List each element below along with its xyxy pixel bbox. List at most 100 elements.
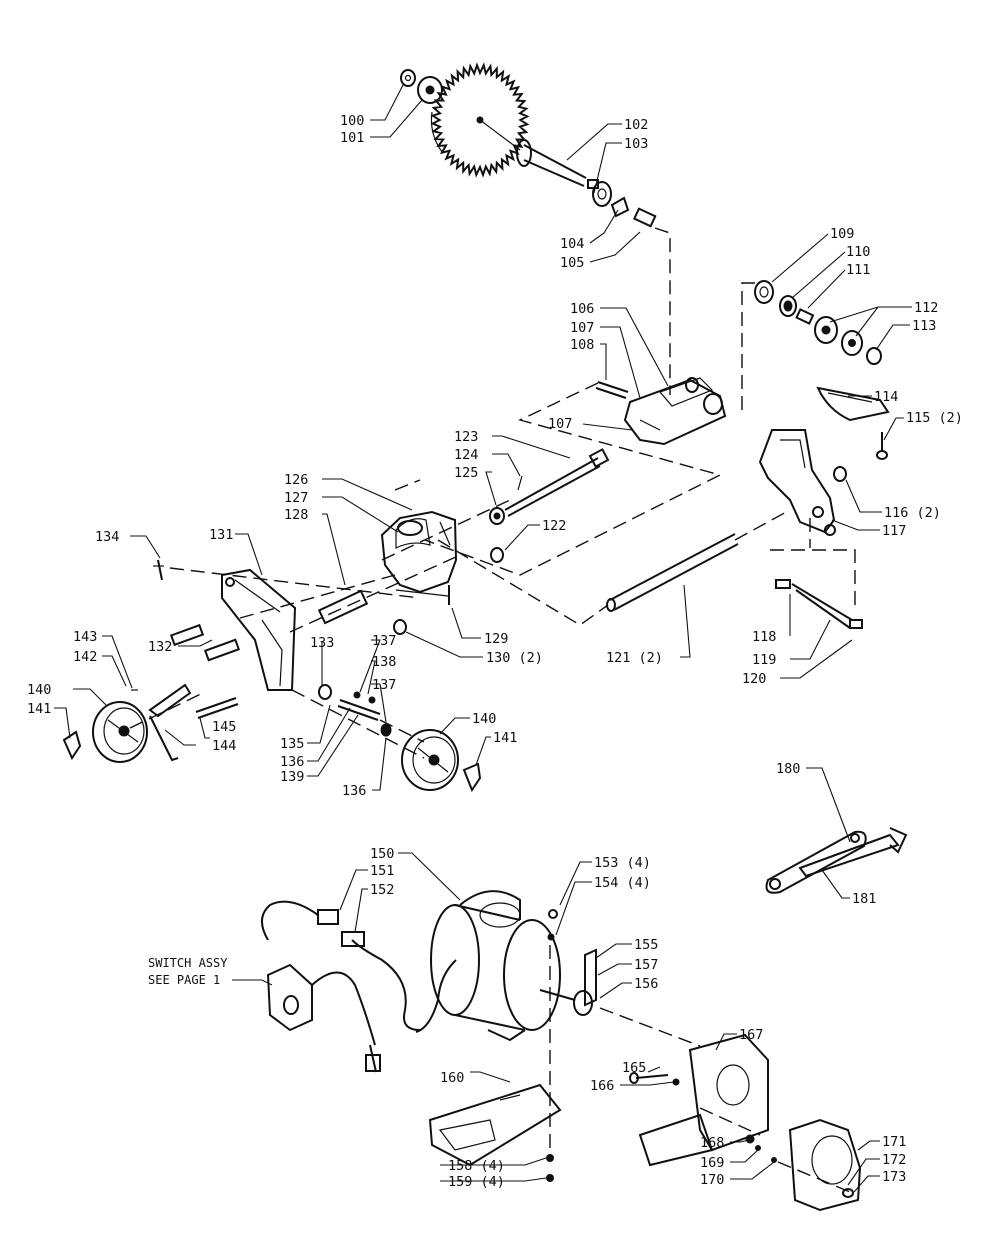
part-label-121: 121 (2) [606, 650, 663, 666]
collar [318, 684, 332, 700]
part-label-170: 170 [700, 1172, 724, 1188]
part-label-137: 137 [372, 633, 396, 649]
part-label-139: 139 [280, 769, 304, 785]
blade-wrench [765, 830, 867, 894]
arbor-pulley-set [814, 316, 863, 356]
part-label-181: 181 [852, 891, 876, 907]
guard-bracket [816, 386, 890, 422]
part-label-127: 127 [284, 490, 308, 506]
part-label-158: 158 (4) [448, 1158, 505, 1174]
motor-mount-plate [428, 1083, 562, 1167]
part-label-150: 150 [370, 846, 394, 862]
part-label-111: 111 [846, 262, 870, 278]
part-label-138: 138 [372, 654, 396, 670]
motor-bolt-nut [546, 1154, 554, 1182]
part-label-108: 108 [570, 337, 594, 353]
lock-lever [131, 683, 192, 762]
part-label-136: 136 [280, 754, 304, 770]
blade-flange [417, 76, 443, 104]
tie-rod [606, 533, 739, 612]
bracket-pin [595, 381, 629, 399]
part-label-132: 132 [148, 639, 172, 655]
part-label-101: 101 [340, 130, 364, 146]
part-label-145: 145 [212, 719, 236, 735]
switch-assembly-note: SWITCH ASSY SEE PAGE 1 [148, 956, 228, 987]
part-label-100: 100 [340, 113, 364, 129]
part-label-165: 165 [622, 1060, 646, 1076]
part-label-140: 140 [27, 682, 51, 698]
part-label-154: 154 (4) [594, 875, 651, 891]
part-label-133: 133 [310, 635, 334, 651]
part-label-156: 156 [634, 976, 658, 992]
part-label-160: 160 [440, 1070, 464, 1086]
bracket-screw [153, 559, 164, 581]
part-label-169: 169 [700, 1155, 724, 1171]
shaft-collar [380, 723, 392, 737]
elevation-shaft [337, 691, 381, 721]
guard-fastener [745, 1134, 854, 1198]
part-label-124: 124 [454, 447, 478, 463]
saw-blade [430, 62, 530, 178]
belt-guard-bracket [584, 948, 597, 1007]
retaining-ring [779, 295, 797, 317]
part-label-153: 153 (4) [594, 855, 651, 871]
arbor-bearing [592, 181, 612, 207]
part-label-126: 126 [284, 472, 308, 488]
part-label-104: 104 [560, 236, 584, 252]
part-label-122: 122 [542, 518, 566, 534]
part-label-114: 114 [874, 389, 898, 405]
elevation-screw [504, 448, 610, 517]
blade-nut [400, 69, 416, 87]
part-label-103: 103 [624, 136, 648, 152]
part-label-144: 144 [212, 738, 236, 754]
tilt-handwheel [92, 701, 148, 763]
part-label-140-b: 140 [472, 711, 496, 727]
assembly-dashed-lines [129, 227, 856, 1193]
part-label-110: 110 [846, 244, 870, 260]
part-label-125: 125 [454, 465, 478, 481]
trunnion-nut-front [393, 619, 407, 635]
part-label-142: 142 [73, 649, 97, 665]
motor-pulley [573, 990, 593, 1016]
part-label-151: 151 [370, 863, 394, 879]
part-label-143: 143 [73, 629, 97, 645]
tilt-stop-screw [775, 579, 863, 629]
arbor-wrench [798, 827, 908, 878]
leader-lines [54, 84, 912, 1193]
trunnion-gear-shaft [317, 589, 369, 625]
elevation-nut [489, 507, 505, 525]
tilt-shaft [169, 623, 241, 662]
motor-bracket [638, 1033, 769, 1167]
motor [430, 890, 576, 1042]
part-label-115: 115 (2) [906, 410, 963, 426]
outer-bearing [754, 280, 774, 304]
part-label-106: 106 [570, 301, 594, 317]
part-label-130: 130 (2) [486, 650, 543, 666]
pulley-nut [866, 347, 882, 365]
part-label-136-b: 136 [342, 783, 366, 799]
part-label-118: 118 [752, 629, 776, 645]
switch-note-line2: SEE PAGE 1 [148, 973, 220, 987]
part-label-172: 172 [882, 1152, 906, 1168]
part-label-152: 152 [370, 882, 394, 898]
part-labels: 100 101 102 103 104 105 106 107 108 107 … [27, 113, 963, 1190]
part-label-155: 155 [634, 937, 658, 953]
front-bracket [221, 568, 297, 691]
switch-assembly [266, 963, 381, 1073]
part-label-129: 129 [484, 631, 508, 647]
arbor-shaft [479, 119, 599, 189]
part-label-159: 159 (4) [448, 1174, 505, 1190]
motor-cord [341, 931, 457, 1033]
tilt-washer [490, 547, 504, 563]
part-label-135: 135 [280, 736, 304, 752]
arbor-bracket [623, 377, 727, 446]
part-label-113: 113 [912, 318, 936, 334]
front-trunnion [380, 510, 458, 597]
part-label-141-b: 141 [493, 730, 517, 746]
part-label-166: 166 [590, 1078, 614, 1094]
part-label-116: 116 (2) [884, 505, 941, 521]
part-label-167: 167 [739, 1027, 763, 1043]
part-label-119: 119 [752, 652, 776, 668]
part-label-102: 102 [624, 117, 648, 133]
